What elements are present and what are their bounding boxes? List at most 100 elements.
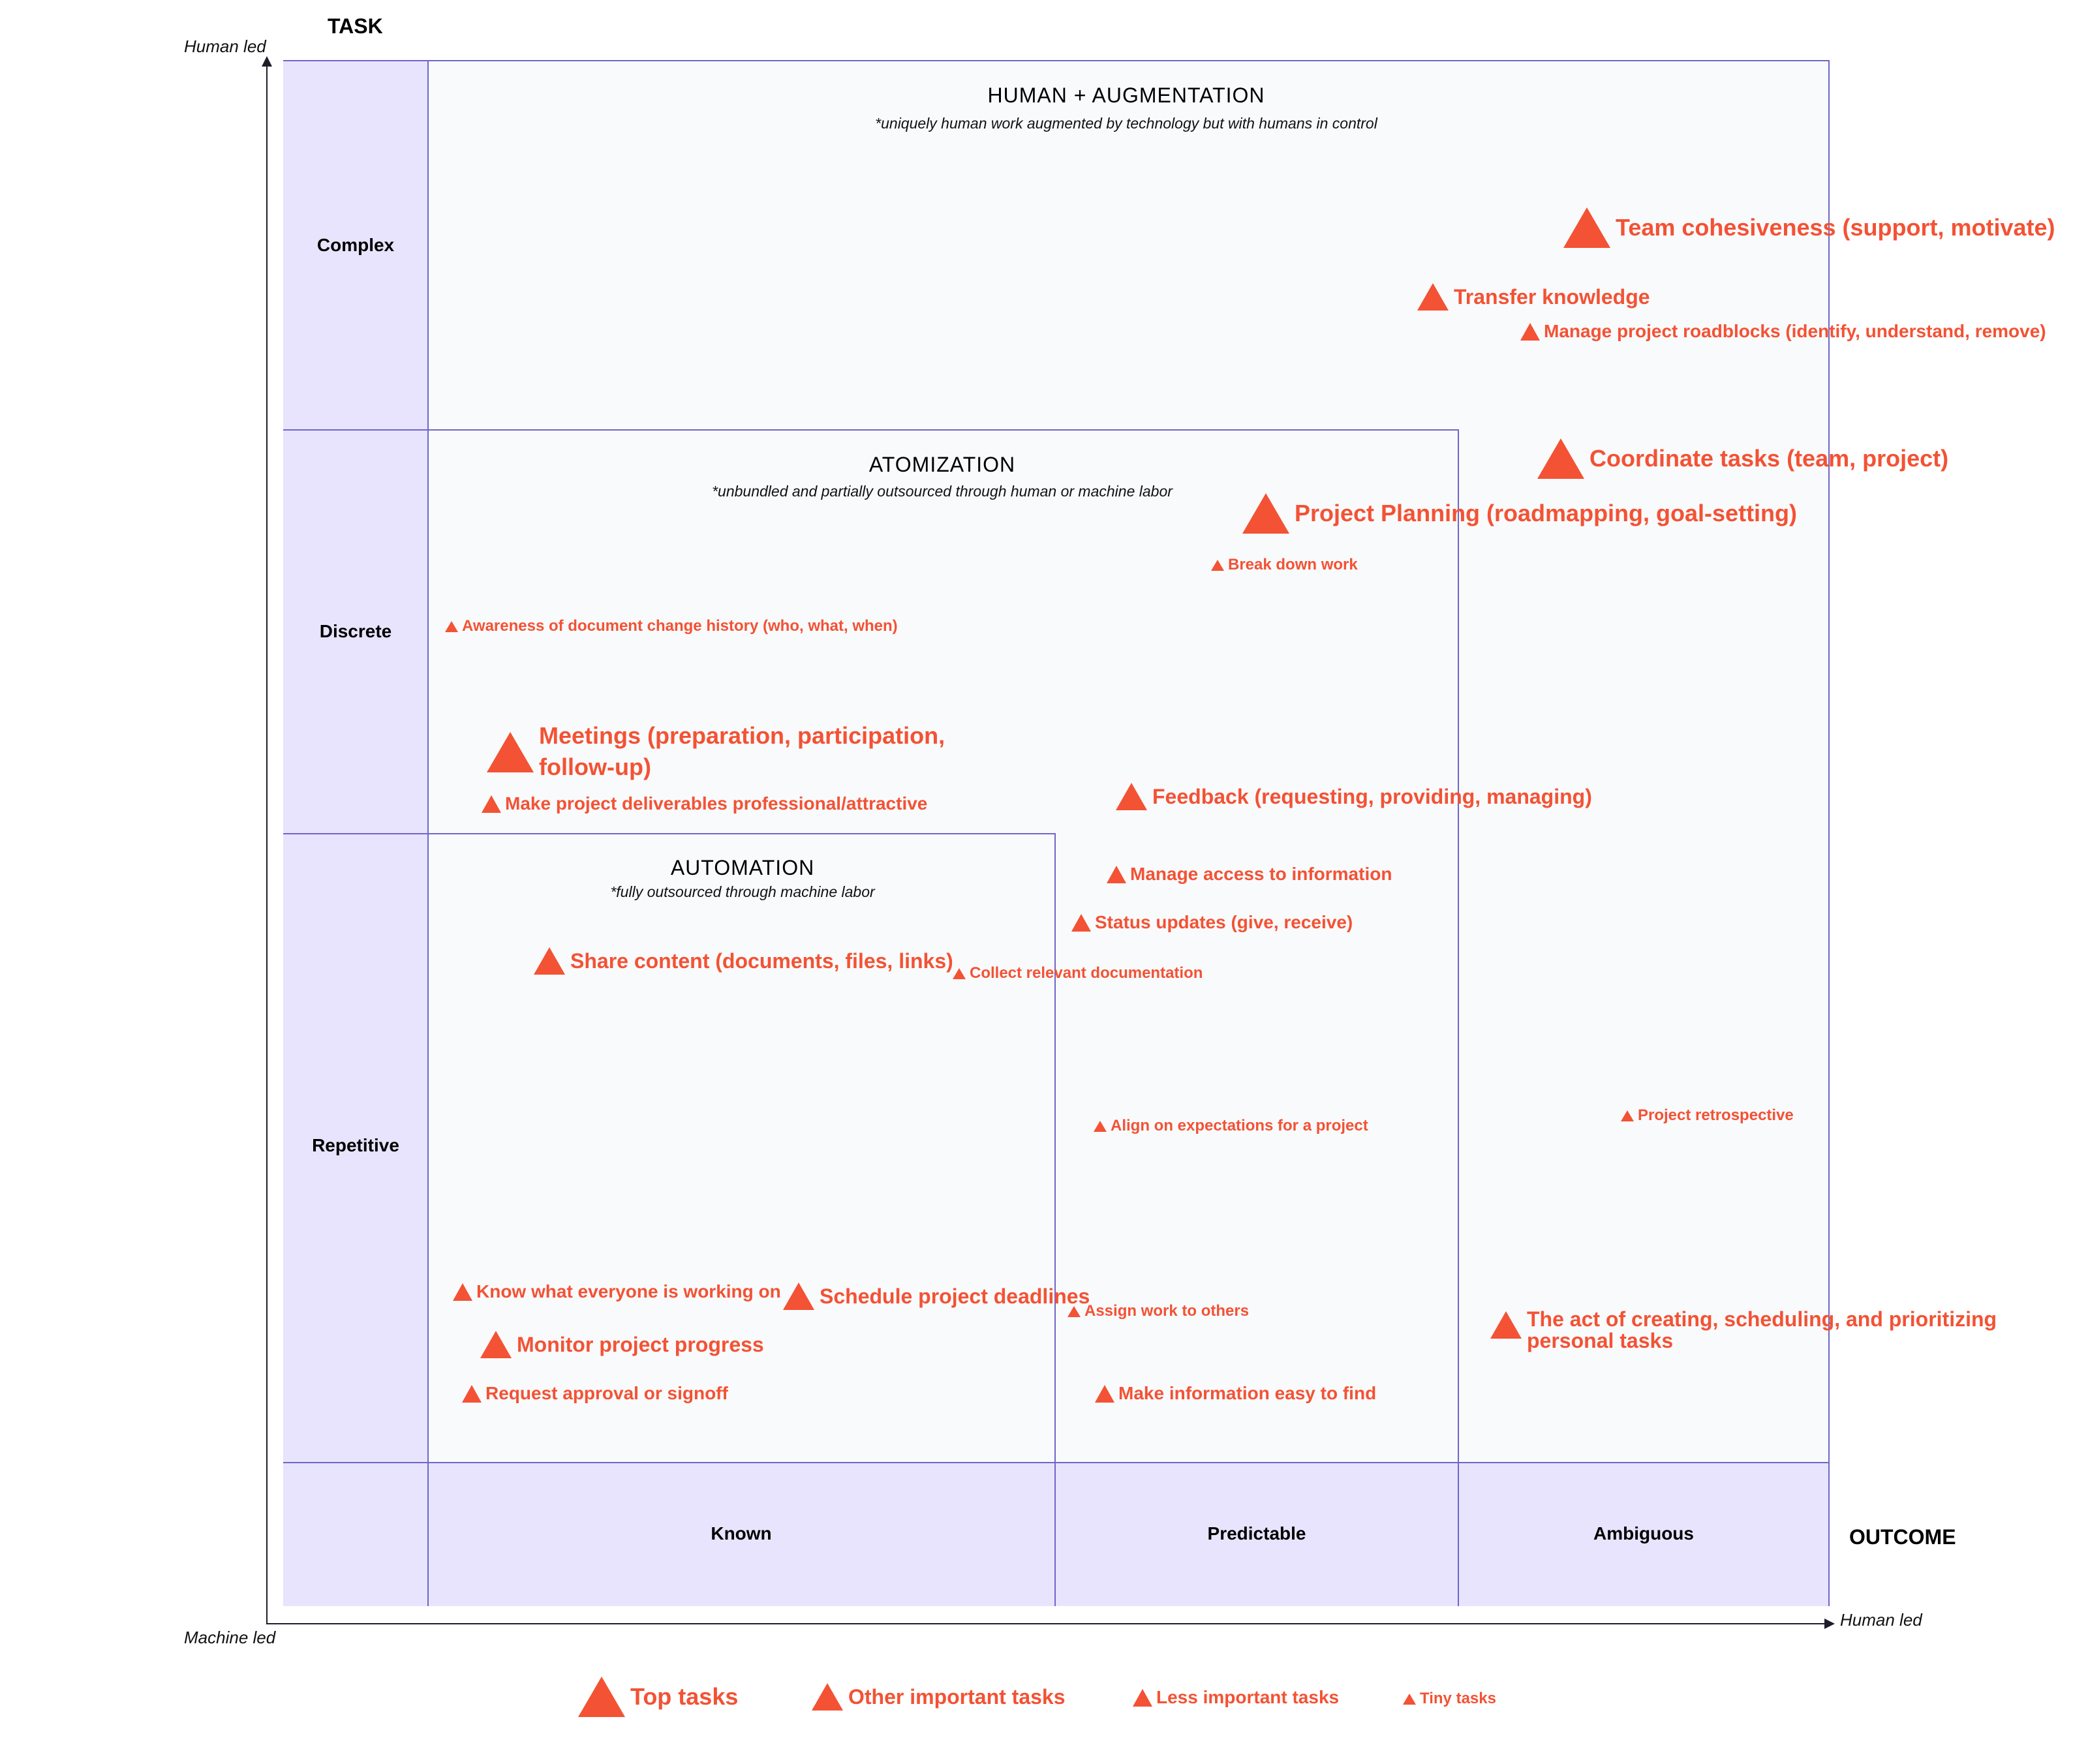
task-label: Break down work	[1228, 556, 1358, 573]
less-task-marker-icon	[462, 1384, 482, 1403]
task-transfer-knowledge: Transfer knowledge	[1417, 283, 1650, 311]
column-label-band	[283, 1463, 1830, 1606]
task-professional-deliverables: Make project deliverables professional/a…	[482, 793, 927, 814]
task-label: Transfer knowledge	[1454, 284, 1650, 309]
outer-top-border	[283, 60, 1830, 61]
other-task-marker-icon	[534, 947, 565, 975]
legend-label: Top tasks	[630, 1683, 739, 1710]
task-project-planning: Project Planning (roadmapping, goal-sett…	[1242, 493, 1797, 534]
less-task-marker-icon	[482, 795, 501, 813]
task-label: Align on expectations for a project	[1111, 1117, 1368, 1134]
task-label: Feedback (requesting, providing, managin…	[1152, 784, 1592, 808]
top-task-marker-icon	[578, 1677, 625, 1717]
outcome-axis-heading: OUTCOME	[1849, 1525, 1956, 1549]
tiny-task-marker-icon	[445, 620, 458, 632]
task-align-expectations: Align on expectations for a project	[1094, 1117, 1368, 1135]
task-know-what-everyone-works-on: Know what everyone is working on	[453, 1281, 781, 1302]
zone-title-atomization: ATOMIZATION	[868, 453, 1016, 476]
other-task-marker-icon	[480, 1331, 512, 1358]
task-label: Manage access to information	[1130, 864, 1392, 884]
less-task-marker-icon	[1071, 913, 1091, 932]
task-label: Know what everyone is working on	[476, 1281, 781, 1301]
legend-label: Other important tasks	[848, 1684, 1066, 1709]
task-share-content: Share content (documents, files, links)	[534, 947, 953, 975]
atomization-right-border	[1458, 429, 1459, 1606]
task-label: Coordinate tasks (team, project)	[1589, 445, 1949, 472]
automation-top-border	[283, 833, 1056, 834]
task-label: Manage project roadblocks (identify, und…	[1544, 321, 2046, 341]
task-meetings: Meetings (preparation, participation, fo…	[487, 720, 1009, 783]
task-label: Make information easy to find	[1118, 1383, 1377, 1403]
zone-subtitle-automation: *fully outsourced through machine labor	[610, 883, 875, 900]
task-label: Collect relevant documentation	[970, 964, 1203, 982]
row-label-discrete: Discrete	[319, 621, 392, 641]
other-task-marker-icon	[812, 1683, 843, 1711]
row-label-complex: Complex	[316, 235, 395, 255]
column-band-divider	[283, 1462, 1830, 1463]
task-request-approval: Request approval or signoff	[462, 1383, 728, 1404]
task-label: Schedule project deadlines	[820, 1284, 1090, 1308]
task-label: Request approval or signoff	[485, 1383, 728, 1403]
task-monitor-progress: Monitor project progress	[480, 1331, 764, 1358]
legend-label: Less important tasks	[1156, 1687, 1340, 1707]
row-label-repetitive: Repetitive	[312, 1135, 399, 1155]
other-task-marker-icon	[1490, 1311, 1522, 1339]
tiny-task-marker-icon	[1621, 1110, 1634, 1121]
tiny-task-marker-icon	[1403, 1693, 1416, 1705]
task-label: Make project deliverables professional/a…	[505, 793, 928, 814]
zone-subtitle-human-augmentation: *uniquely human work augmented by techno…	[875, 115, 1377, 132]
less-task-marker-icon	[453, 1283, 472, 1301]
less-task-marker-icon	[1133, 1688, 1152, 1707]
zone-subtitle-atomization: *unbundled and partially outsourced thro…	[712, 483, 1173, 500]
task-label: Meetings (preparation, participation, fo…	[539, 722, 945, 780]
column-label-ambiguous: Ambiguous	[1593, 1523, 1694, 1543]
top-task-marker-icon	[1242, 493, 1289, 534]
x-axis-right-label: Human led	[1840, 1610, 1922, 1630]
task-coordinate-tasks: Coordinate tasks (team, project)	[1537, 438, 1948, 479]
task-label: Monitor project progress	[517, 1332, 764, 1356]
task-label: Team cohesiveness (support, motivate)	[1616, 214, 2055, 241]
task-feedback: Feedback (requesting, providing, managin…	[1116, 783, 1592, 810]
less-task-marker-icon	[1520, 322, 1540, 341]
zone-title-automation: AUTOMATION	[670, 856, 815, 879]
other-task-marker-icon	[1116, 783, 1147, 810]
task-label: The act of creating, scheduling, and pri…	[1527, 1307, 1997, 1352]
tiny-task-marker-icon	[1094, 1120, 1107, 1132]
task-manage-access: Manage access to information	[1107, 864, 1392, 885]
task-label: Project Planning (roadmapping, goal-sett…	[1295, 500, 1798, 526]
matrix-panel	[428, 60, 1830, 1463]
other-task-marker-icon	[783, 1283, 814, 1310]
row-label-band	[283, 60, 428, 1463]
automation-right-border	[1054, 833, 1056, 1606]
x-axis-line	[266, 1623, 1826, 1624]
x-axis-arrow-icon	[1824, 1619, 1835, 1629]
task-label: Status updates (give, receive)	[1095, 912, 1353, 932]
top-task-marker-icon	[1563, 207, 1610, 248]
atomization-top-border	[283, 429, 1459, 431]
task-make-info-easy-to-find: Make information easy to find	[1095, 1383, 1376, 1404]
legend-tiny-tasks: Tiny tasks	[1403, 1690, 1496, 1708]
y-axis-line	[266, 65, 268, 1624]
other-task-marker-icon	[1417, 283, 1449, 311]
task-break-down-work: Break down work	[1211, 556, 1358, 574]
y-axis-bottom-label: Machine led	[184, 1628, 276, 1647]
outer-right-border	[1828, 60, 1830, 1606]
task-collect-documentation: Collect relevant documentation	[953, 964, 1203, 982]
task-assign-work: Assign work to others	[1067, 1302, 1249, 1320]
top-task-marker-icon	[487, 732, 534, 772]
legend-other-important-tasks: Other important tasks	[812, 1683, 1066, 1711]
tiny-task-marker-icon	[1211, 559, 1224, 571]
legend-top-tasks: Top tasks	[578, 1677, 738, 1717]
column-label-known: Known	[711, 1523, 772, 1543]
tiny-task-marker-icon	[953, 967, 966, 979]
task-label: Awareness of document change history (wh…	[462, 617, 898, 635]
y-axis-arrow-icon	[262, 56, 272, 67]
legend-label: Tiny tasks	[1420, 1690, 1496, 1707]
task-label: Share content (documents, files, links)	[570, 949, 953, 973]
task-schedule-deadlines: Schedule project deadlines	[783, 1283, 1090, 1310]
less-task-marker-icon	[1095, 1384, 1114, 1403]
task-team-cohesiveness: Team cohesiveness (support, motivate)	[1563, 207, 2055, 248]
task-status-updates: Status updates (give, receive)	[1071, 912, 1353, 933]
task-label: Project retrospective	[1638, 1106, 1794, 1124]
task-manage-roadblocks: Manage project roadblocks (identify, und…	[1520, 321, 2046, 342]
